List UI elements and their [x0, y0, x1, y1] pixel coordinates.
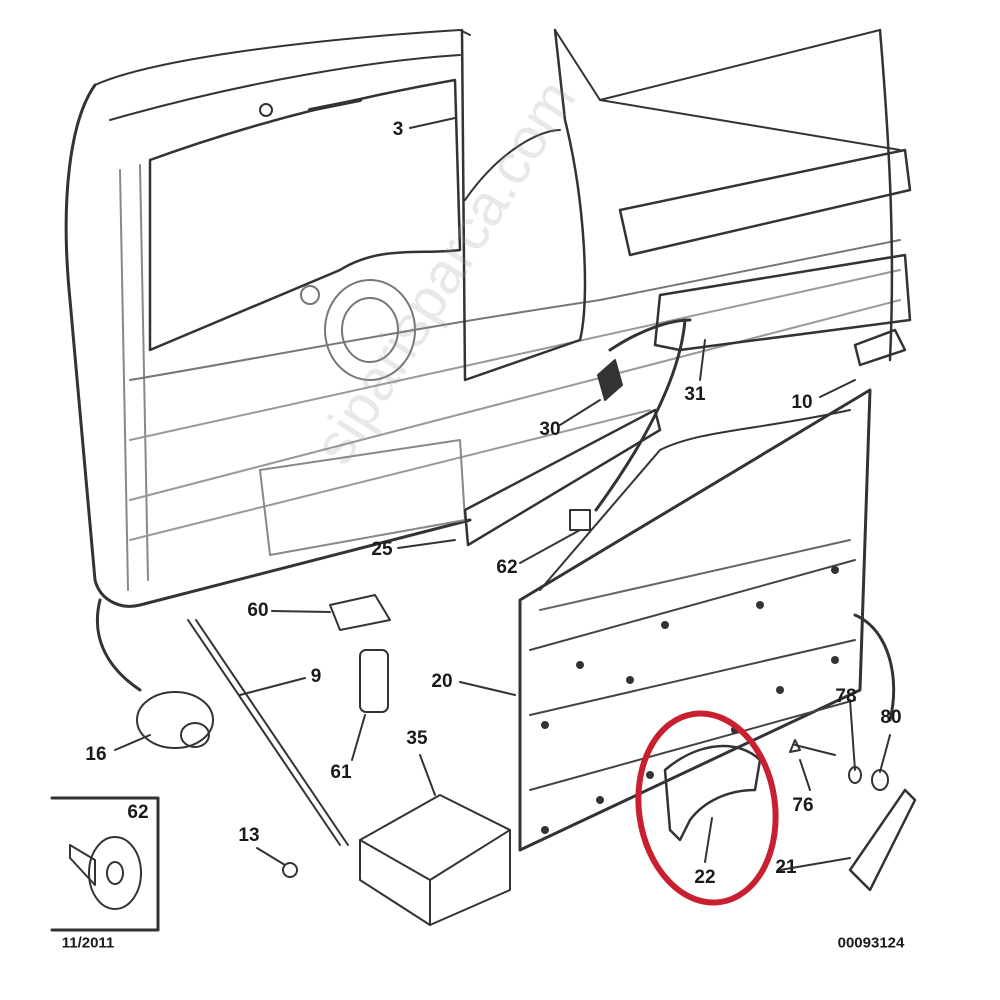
highlight-ring	[635, 710, 779, 906]
label-21: 21	[775, 857, 797, 878]
trim-panel-20	[518, 388, 872, 852]
striker-60	[329, 594, 391, 631]
label-22: 22	[694, 867, 716, 888]
handle-22	[663, 744, 762, 842]
buffer-16	[136, 691, 214, 749]
label-80: 80	[880, 707, 902, 728]
door-glass	[460, 28, 587, 382]
label-25: 25	[371, 539, 393, 560]
label-76: 76	[792, 795, 814, 816]
moulding-31	[653, 253, 912, 352]
label-13: 13	[238, 825, 260, 846]
clip-kit-35	[359, 794, 511, 926]
label-3: 3	[392, 119, 404, 140]
label-62: 62	[496, 557, 518, 578]
label-20: 20	[431, 671, 453, 692]
tailgate-outline	[64, 83, 472, 608]
label-61: 61	[330, 762, 352, 783]
moulding-upper	[618, 148, 912, 257]
diagram-code: 00093124	[837, 934, 905, 952]
label-10: 10	[791, 392, 813, 413]
rear-window	[148, 78, 462, 352]
badge-30	[597, 359, 623, 401]
push-clip-62-icon	[69, 836, 142, 910]
stud-13	[282, 862, 298, 878]
label-78: 78	[835, 686, 857, 707]
handle-10	[853, 328, 907, 367]
catch-61	[359, 649, 389, 713]
label-31: 31	[684, 384, 706, 405]
inset-frame	[50, 796, 160, 932]
hinge-21	[848, 788, 917, 892]
moulding-25	[463, 408, 662, 547]
label-30: 30	[539, 419, 561, 440]
label-16: 16	[85, 744, 107, 765]
gas-strut-9	[187, 619, 349, 846]
label-35: 35	[406, 728, 428, 749]
label-62-inset: 62	[127, 802, 149, 823]
bolt-76	[789, 739, 836, 756]
label-60: 60	[247, 600, 269, 621]
diagram-date: 11/2011	[61, 934, 115, 952]
label-9: 9	[310, 666, 322, 687]
